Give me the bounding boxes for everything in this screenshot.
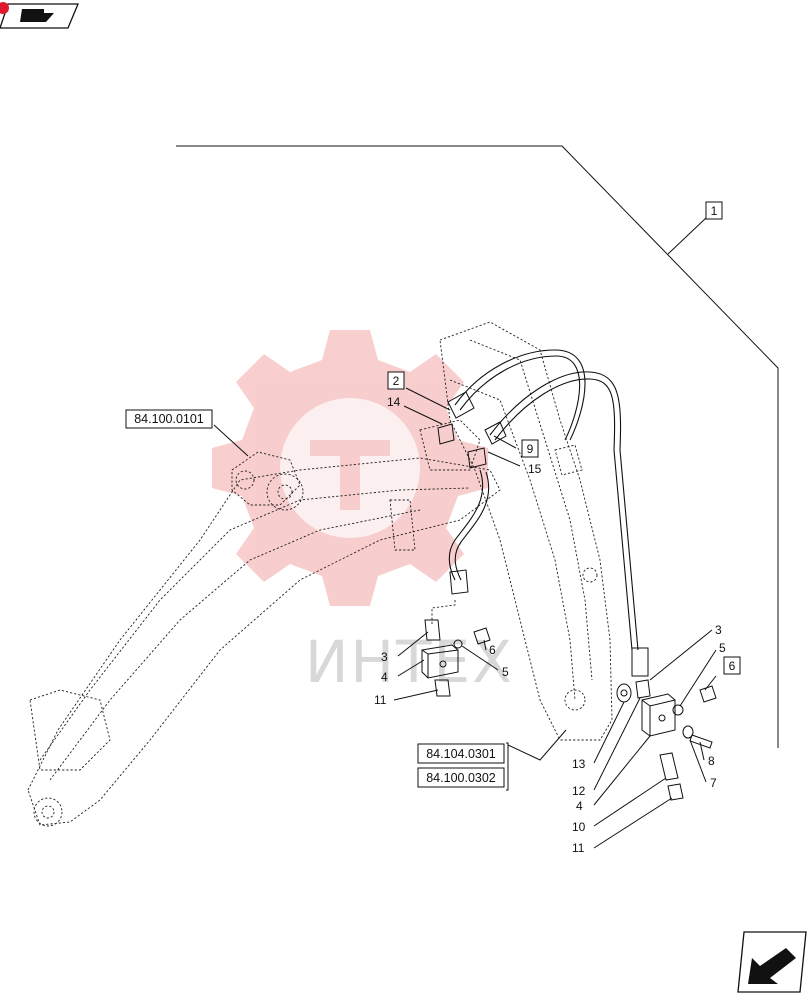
dipper-arm-outline (439, 321, 613, 741)
hose-fittings (437, 391, 649, 677)
leader-lines (213, 387, 717, 849)
boxed-item-6: 6 (723, 656, 741, 675)
ref-label: 84.100.0101 (134, 412, 204, 426)
assembly-axis-left (431, 600, 456, 625)
callout-labels: 14 15 3 4 11 6 5 3 5 13 12 8 7 4 10 11 (374, 395, 726, 855)
callout-11: 11 (374, 693, 387, 707)
book-arrow-icon[interactable] (0, 2, 79, 29)
boxed-item-2: 2 (387, 371, 405, 390)
svg-text:9: 9 (527, 442, 534, 456)
assembly-bracket-line (176, 145, 779, 748)
hydraulic-hoses (448, 349, 639, 651)
svg-text:2: 2 (393, 374, 400, 388)
callout-5: 5 (502, 665, 509, 679)
callout-10: 10 (572, 820, 586, 834)
callout-3-right: 3 (715, 623, 722, 637)
next-page-arrow-icon[interactable] (737, 931, 807, 993)
svg-text:6: 6 (729, 659, 736, 673)
svg-text:1: 1 (711, 204, 718, 218)
ref-box-84-100-0101[interactable]: 84.100.0101 (125, 409, 213, 429)
callout-13: 13 (572, 757, 586, 771)
callout-7: 7 (710, 776, 717, 790)
ref-label: 84.100.0302 (426, 771, 496, 785)
valve-block-right (616, 679, 717, 801)
callout-8: 8 (708, 754, 715, 768)
callout-3: 3 (381, 650, 388, 664)
ref-bracket (506, 742, 509, 791)
callout-6: 6 (489, 643, 496, 657)
boxed-item-9: 9 (521, 439, 539, 458)
ref-box-84-104-0301[interactable]: 84.104.0301 (417, 743, 505, 764)
boom-outline (27, 419, 501, 827)
callout-5-right: 5 (719, 641, 726, 655)
watermark-text: ИНТЕХ (305, 628, 514, 696)
callout-12: 12 (572, 784, 586, 798)
boxed-item-1: 1 (705, 201, 723, 220)
leader-1 (667, 217, 707, 255)
callout-14: 14 (387, 395, 401, 409)
ref-box-84-100-0302[interactable]: 84.100.0302 (417, 767, 505, 788)
callout-4: 4 (381, 670, 388, 684)
ref-label: 84.104.0301 (426, 747, 496, 761)
callout-11-right: 11 (572, 841, 585, 855)
callout-4-right: 4 (576, 799, 583, 813)
watermark-gear-logo (212, 330, 488, 606)
callout-15: 15 (528, 462, 542, 476)
